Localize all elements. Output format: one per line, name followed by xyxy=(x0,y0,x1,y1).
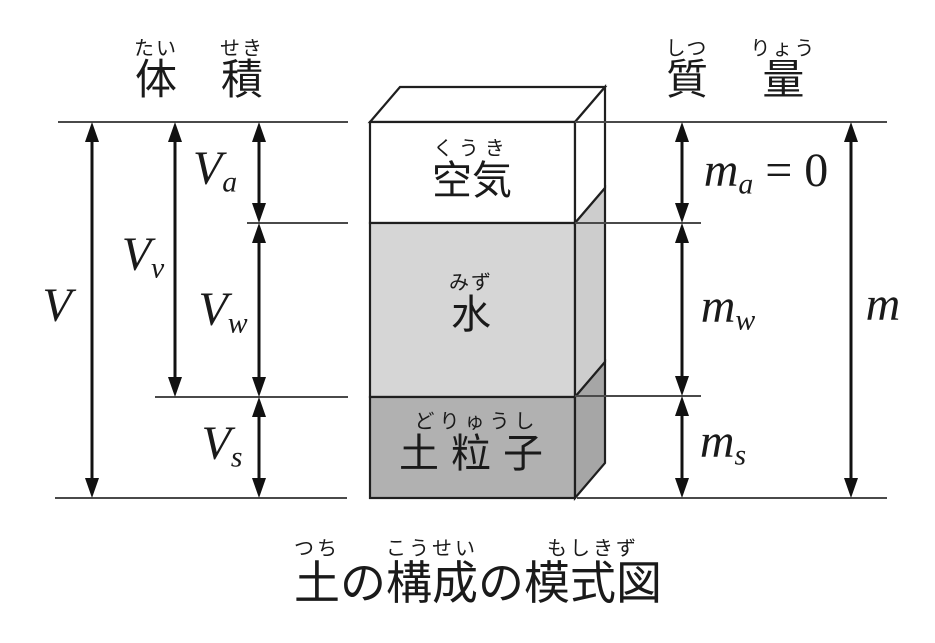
arrow-soil-mass xyxy=(675,396,689,498)
box-front-air xyxy=(368,120,577,225)
arrow-water-mass xyxy=(675,223,689,396)
soil-mass-label: ms xyxy=(699,414,747,472)
reference-lines xyxy=(55,121,887,499)
arrow-water-volume xyxy=(252,223,266,397)
water-volume-label: Vw xyxy=(198,282,248,340)
box-front-soil xyxy=(368,395,577,500)
figure-caption: 土つちの構成こうせいの模式図もしきず xyxy=(294,538,662,610)
water-mass-label: mw xyxy=(700,279,756,337)
caption-seg-1: 土つち xyxy=(294,538,340,609)
arrow-total-volume xyxy=(85,122,99,498)
air-volume-label: Va xyxy=(192,141,238,199)
volume-header-kanji-1: 体たい xyxy=(134,38,178,104)
soil-layer-label: 土粒子どりゅうし xyxy=(399,411,555,476)
water-layer-label: 水みず xyxy=(449,272,493,337)
caption-seg-5: 模式図もしきず xyxy=(524,538,662,609)
arrow-air-volume xyxy=(252,122,266,223)
caption-seg-3: 構成こうせい xyxy=(386,538,478,609)
voids-volume-label: Vv xyxy=(121,227,165,285)
air-mass-label: ma = 0 xyxy=(703,143,829,201)
total-volume-label: V xyxy=(42,278,72,332)
total-mass-label: m xyxy=(865,277,901,331)
volume-column-header: 体たい 積せき xyxy=(134,38,264,104)
dimension-arrows xyxy=(85,122,858,498)
caption-seg-2: の xyxy=(340,558,386,609)
box-top-face xyxy=(367,85,608,124)
mass-header-kanji-2: 量りょう xyxy=(750,38,817,104)
soil-box xyxy=(367,84,608,501)
air-layer-label: 空気くうき xyxy=(432,138,512,203)
caption-seg-4: の xyxy=(478,558,524,609)
arrow-soil-volume xyxy=(252,397,266,498)
arrow-total-mass xyxy=(844,122,858,498)
soil-volume-label: Vs xyxy=(201,416,243,474)
arrow-air-mass xyxy=(675,122,689,223)
arrow-voids-volume xyxy=(168,122,182,397)
mass-header-kanji-1: 質しつ xyxy=(665,38,709,104)
mass-column-header: 質しつ 量りょう xyxy=(666,38,817,104)
volume-header-kanji-2: 積せき xyxy=(220,38,264,104)
